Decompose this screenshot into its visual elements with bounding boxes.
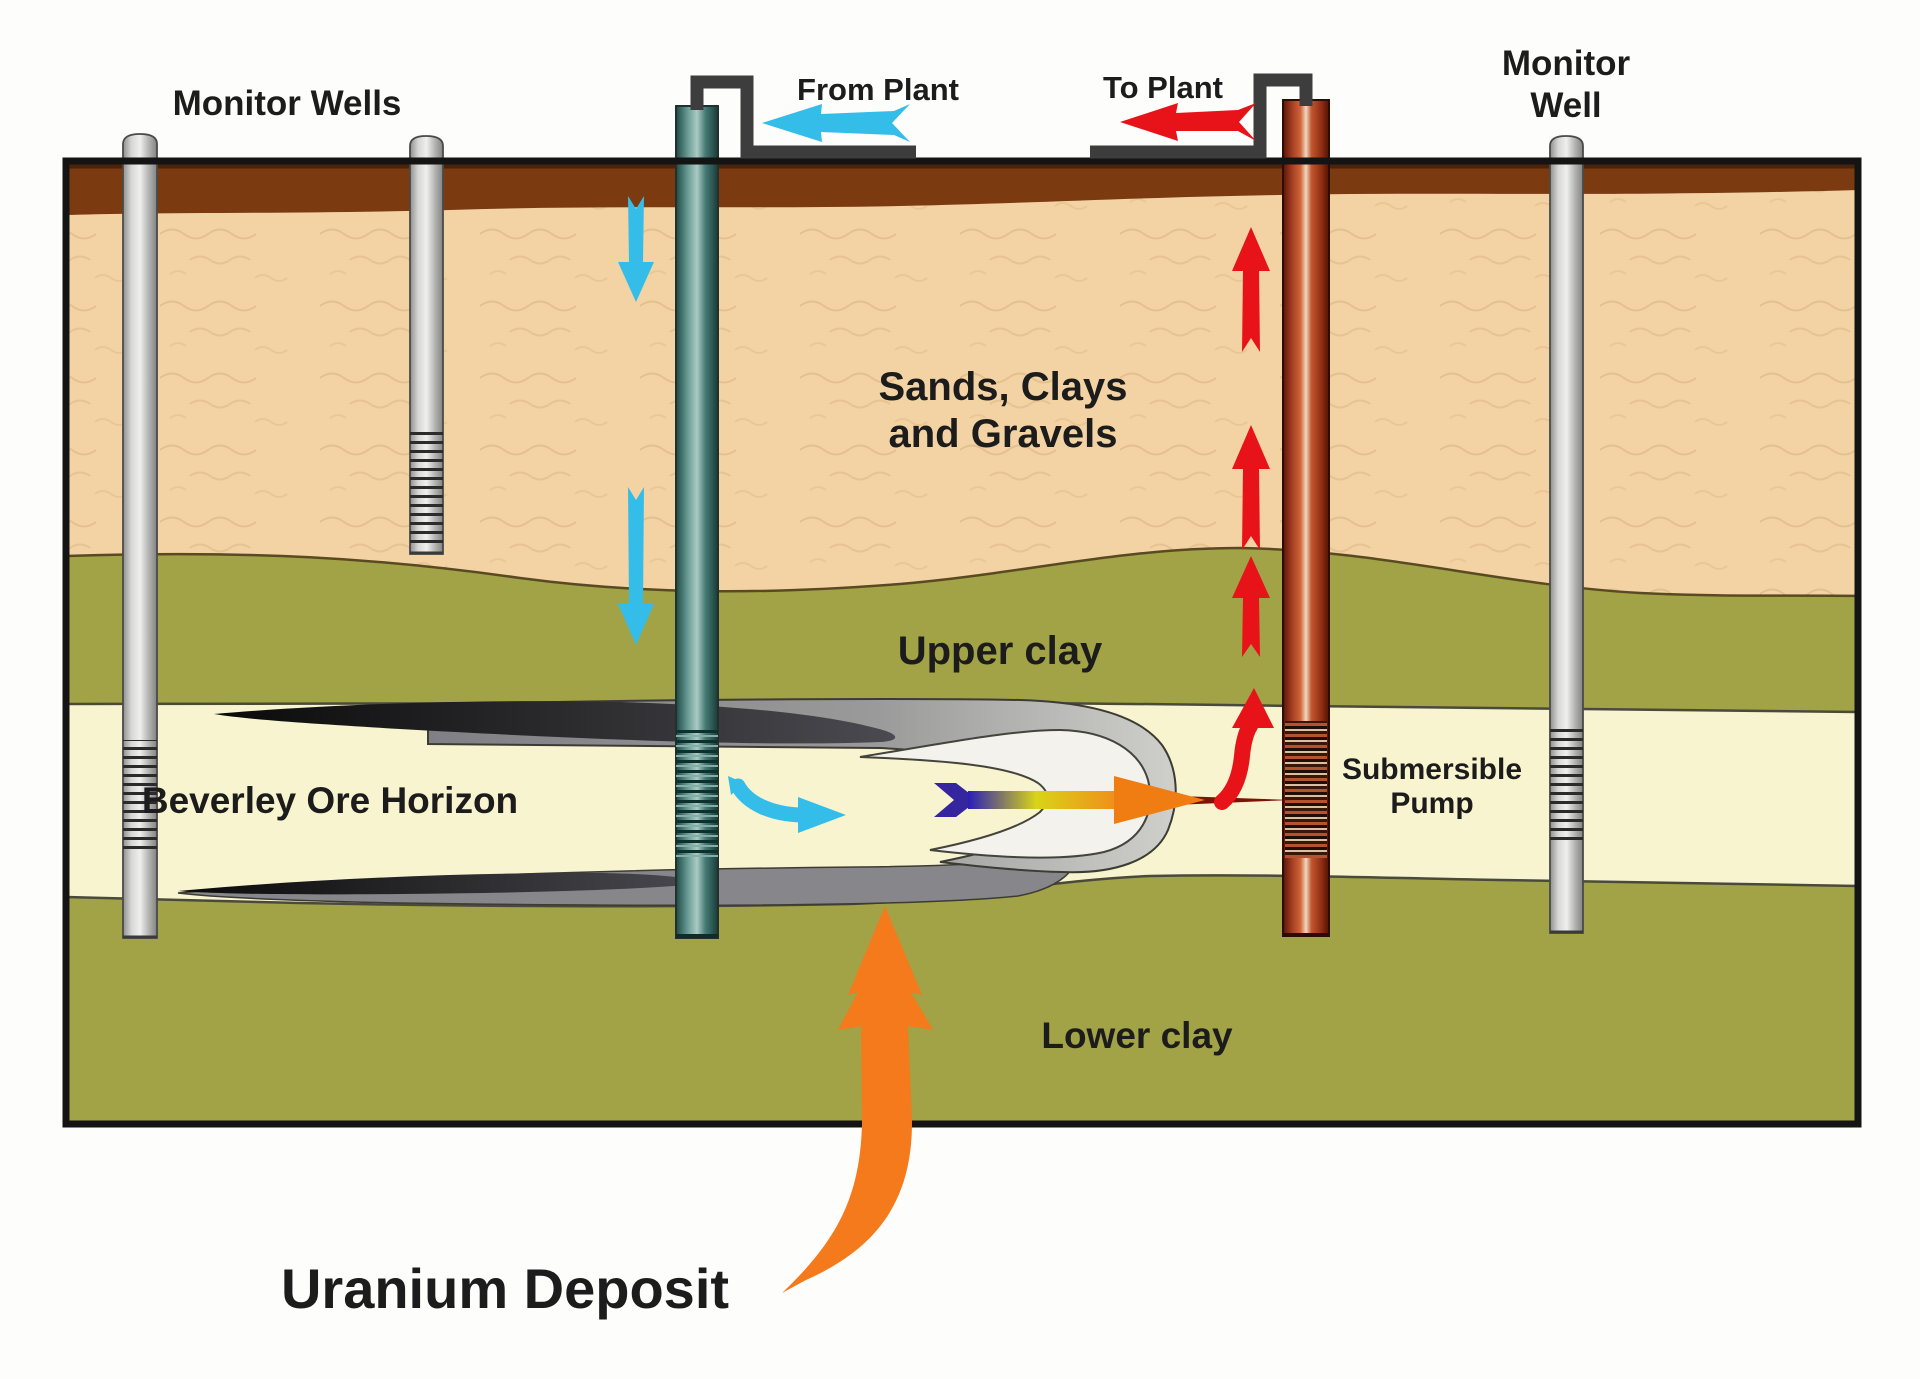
leached-zone — [859, 728, 1152, 859]
section-frame — [62, 157, 1862, 1128]
submersible-pump-label-line1: Submersible — [1342, 753, 1522, 786]
labels: Monitor Wells From Plant To Plant Monito… — [142, 44, 1631, 1320]
leach-arrow-shaft — [968, 791, 1120, 809]
pump-intake-arrow-shaft — [1214, 718, 1258, 810]
monitor-well-1-screen — [123, 740, 157, 852]
ore-horizon-label: Beverley Ore Horizon — [142, 780, 518, 821]
upper-clay-label: Upper clay — [898, 629, 1103, 673]
upper-clay-top-line — [66, 546, 1858, 598]
from-plant-label: From Plant — [797, 72, 959, 107]
layer-surface-soil — [66, 161, 1858, 215]
to-plant-pipe — [1090, 73, 1313, 159]
monitor-well-1 — [122, 133, 158, 939]
sands-label-line1: Sands, Clays — [878, 365, 1127, 409]
pump-intake-arrow-head — [1232, 688, 1274, 728]
injection-well-screen — [676, 727, 718, 858]
ore-flow-blue-arrow-shaft — [730, 778, 808, 823]
monitor-well-3 — [1549, 135, 1584, 934]
ore-body-bottom-wedge — [178, 872, 712, 895]
extraction-up-arrow-2 — [1232, 425, 1270, 550]
uranium-deposit-label: Uranium Deposit — [281, 1257, 729, 1320]
monitor-well-3-screen — [1550, 727, 1583, 840]
from-plant-pipe — [690, 75, 916, 159]
layer-lower-clay — [66, 875, 1858, 1124]
flow-arrows — [618, 103, 1292, 833]
extraction-up-arrow-1 — [1232, 227, 1270, 352]
ore-flow-blue-arrow-head — [798, 797, 846, 833]
leach-arrow-chevron-1 — [934, 783, 978, 817]
leach-arrow-head — [1114, 776, 1205, 824]
ore-flow-blue-arrow-tail — [728, 776, 744, 795]
injection-down-arrow-2 — [618, 487, 654, 645]
from-plant-flow-arrow — [762, 104, 910, 142]
injection-well — [675, 105, 719, 939]
injection-down-arrow-1 — [618, 196, 654, 302]
extraction-well — [1282, 99, 1330, 937]
submersible-pump-section — [1285, 721, 1327, 858]
submersible-pump-label-line2: Pump — [1390, 787, 1473, 820]
monitor-well-2-screen — [410, 432, 443, 543]
sands-label-line2: and Gravels — [888, 412, 1117, 456]
monitor-well-label-line2: Well — [1530, 86, 1601, 125]
extraction-up-arrow-3 — [1232, 556, 1270, 657]
wells — [122, 99, 1584, 939]
to-plant-label: To Plant — [1103, 70, 1223, 105]
to-plant-flow-arrow — [1120, 103, 1256, 141]
ore-body-top-wedge — [214, 701, 896, 744]
layer-upper-clay — [66, 548, 1858, 712]
lower-clay-label: Lower clay — [1041, 1015, 1233, 1056]
monitor-wells-label: Monitor Wells — [173, 84, 402, 123]
uranium-deposit-arrow — [782, 906, 933, 1293]
monitor-well-label-line1: Monitor — [1502, 44, 1631, 83]
pipes — [690, 73, 1313, 159]
monitor-well-2 — [409, 135, 444, 555]
